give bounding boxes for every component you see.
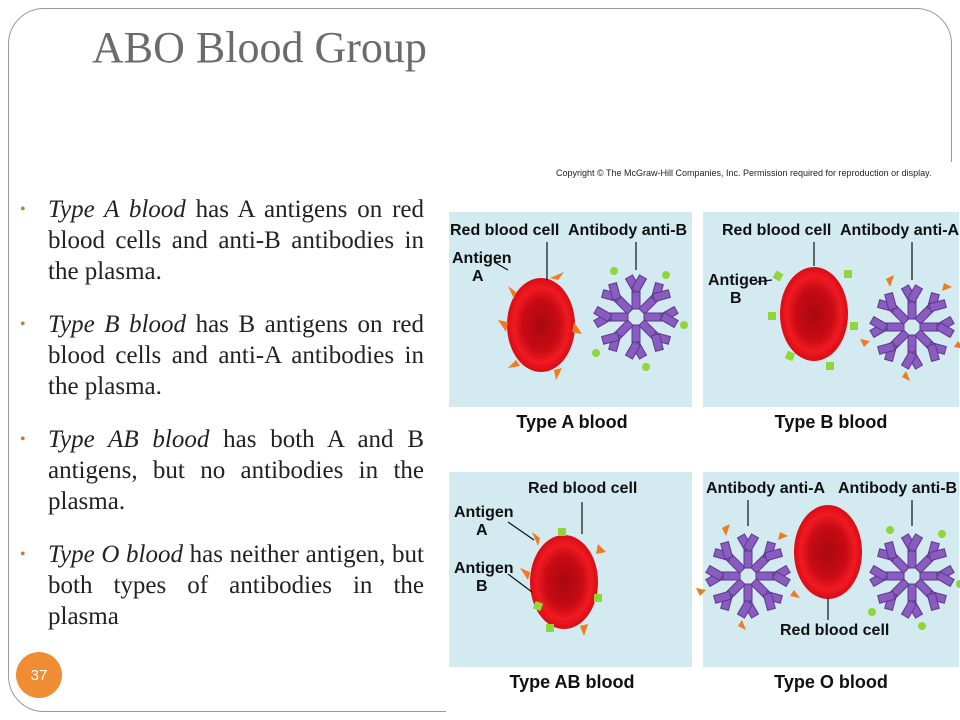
label-o-antibody-b: Antibody anti-B [838, 480, 958, 497]
antibody-anti-a-b [860, 275, 960, 381]
bullet-text: has A antigens on red blood cells and an… [48, 196, 424, 285]
rbc-type-a [498, 272, 582, 380]
bullet-type-ab: • Type AB blood has both A and B antigens… [20, 424, 424, 517]
page-number-badge: 37 [16, 652, 62, 698]
rbc-type-o [794, 505, 862, 599]
bullet-text: has both A and B antigens, but no antibo… [48, 426, 425, 515]
caption-type-b: Type B blood [774, 412, 888, 432]
blood-type-illustration [493, 242, 960, 636]
bullet-term: Type B blood [48, 311, 187, 338]
label-b-rbc: Red blood cell [722, 222, 832, 239]
antibody-anti-b-o [868, 526, 960, 630]
bullet-type-a: • Type A blood has A antigens on red bloo… [20, 194, 424, 287]
bullet-dot-icon: • [20, 201, 26, 218]
label-a-rbc: Red blood cell [450, 222, 560, 239]
antibody-anti-b-a [592, 267, 688, 371]
bullet-dot-icon: • [20, 546, 26, 563]
rbc-type-ab [520, 528, 606, 636]
copyright-note: Copyright © The McGraw-Hill Companies, I… [556, 168, 932, 178]
bullet-term: Type A blood [48, 196, 186, 223]
abo-figure: Copyright © The McGraw-Hill Companies, I… [446, 162, 960, 720]
caption-type-a: Type A blood [516, 412, 628, 432]
caption-type-o: Type O blood [774, 672, 888, 692]
bullet-dot-icon: • [20, 431, 26, 448]
label-o-antibody-a: Antibody anti-A [706, 480, 826, 497]
bullet-text: has neither antigen, but both types of a… [48, 541, 425, 630]
rbc-type-b [768, 267, 858, 370]
label-a-antibody: Antibody anti-B [568, 222, 688, 239]
slide-title: ABO Blood Group [92, 23, 427, 72]
caption-type-ab: Type AB blood [509, 672, 635, 692]
bullet-text: has B antigens on red blood cells and an… [48, 311, 424, 400]
bullet-list: • Type A blood has A antigens on red bloo… [20, 194, 424, 654]
label-b-antibody: Antibody anti-A [840, 222, 960, 239]
label-o-rbc: Red blood cell [780, 622, 890, 639]
label-ab-rbc: Red blood cell [528, 480, 638, 497]
bullet-type-o: • Type O blood has neither antigen, but b… [20, 539, 424, 632]
bullet-type-b: • Type B blood has B antigens on red bloo… [20, 309, 424, 402]
antibody-anti-a-o [696, 524, 800, 630]
bullet-term: Type AB blood [48, 426, 210, 453]
bullet-dot-icon: • [20, 316, 26, 333]
bullet-term: Type O blood [48, 541, 183, 568]
